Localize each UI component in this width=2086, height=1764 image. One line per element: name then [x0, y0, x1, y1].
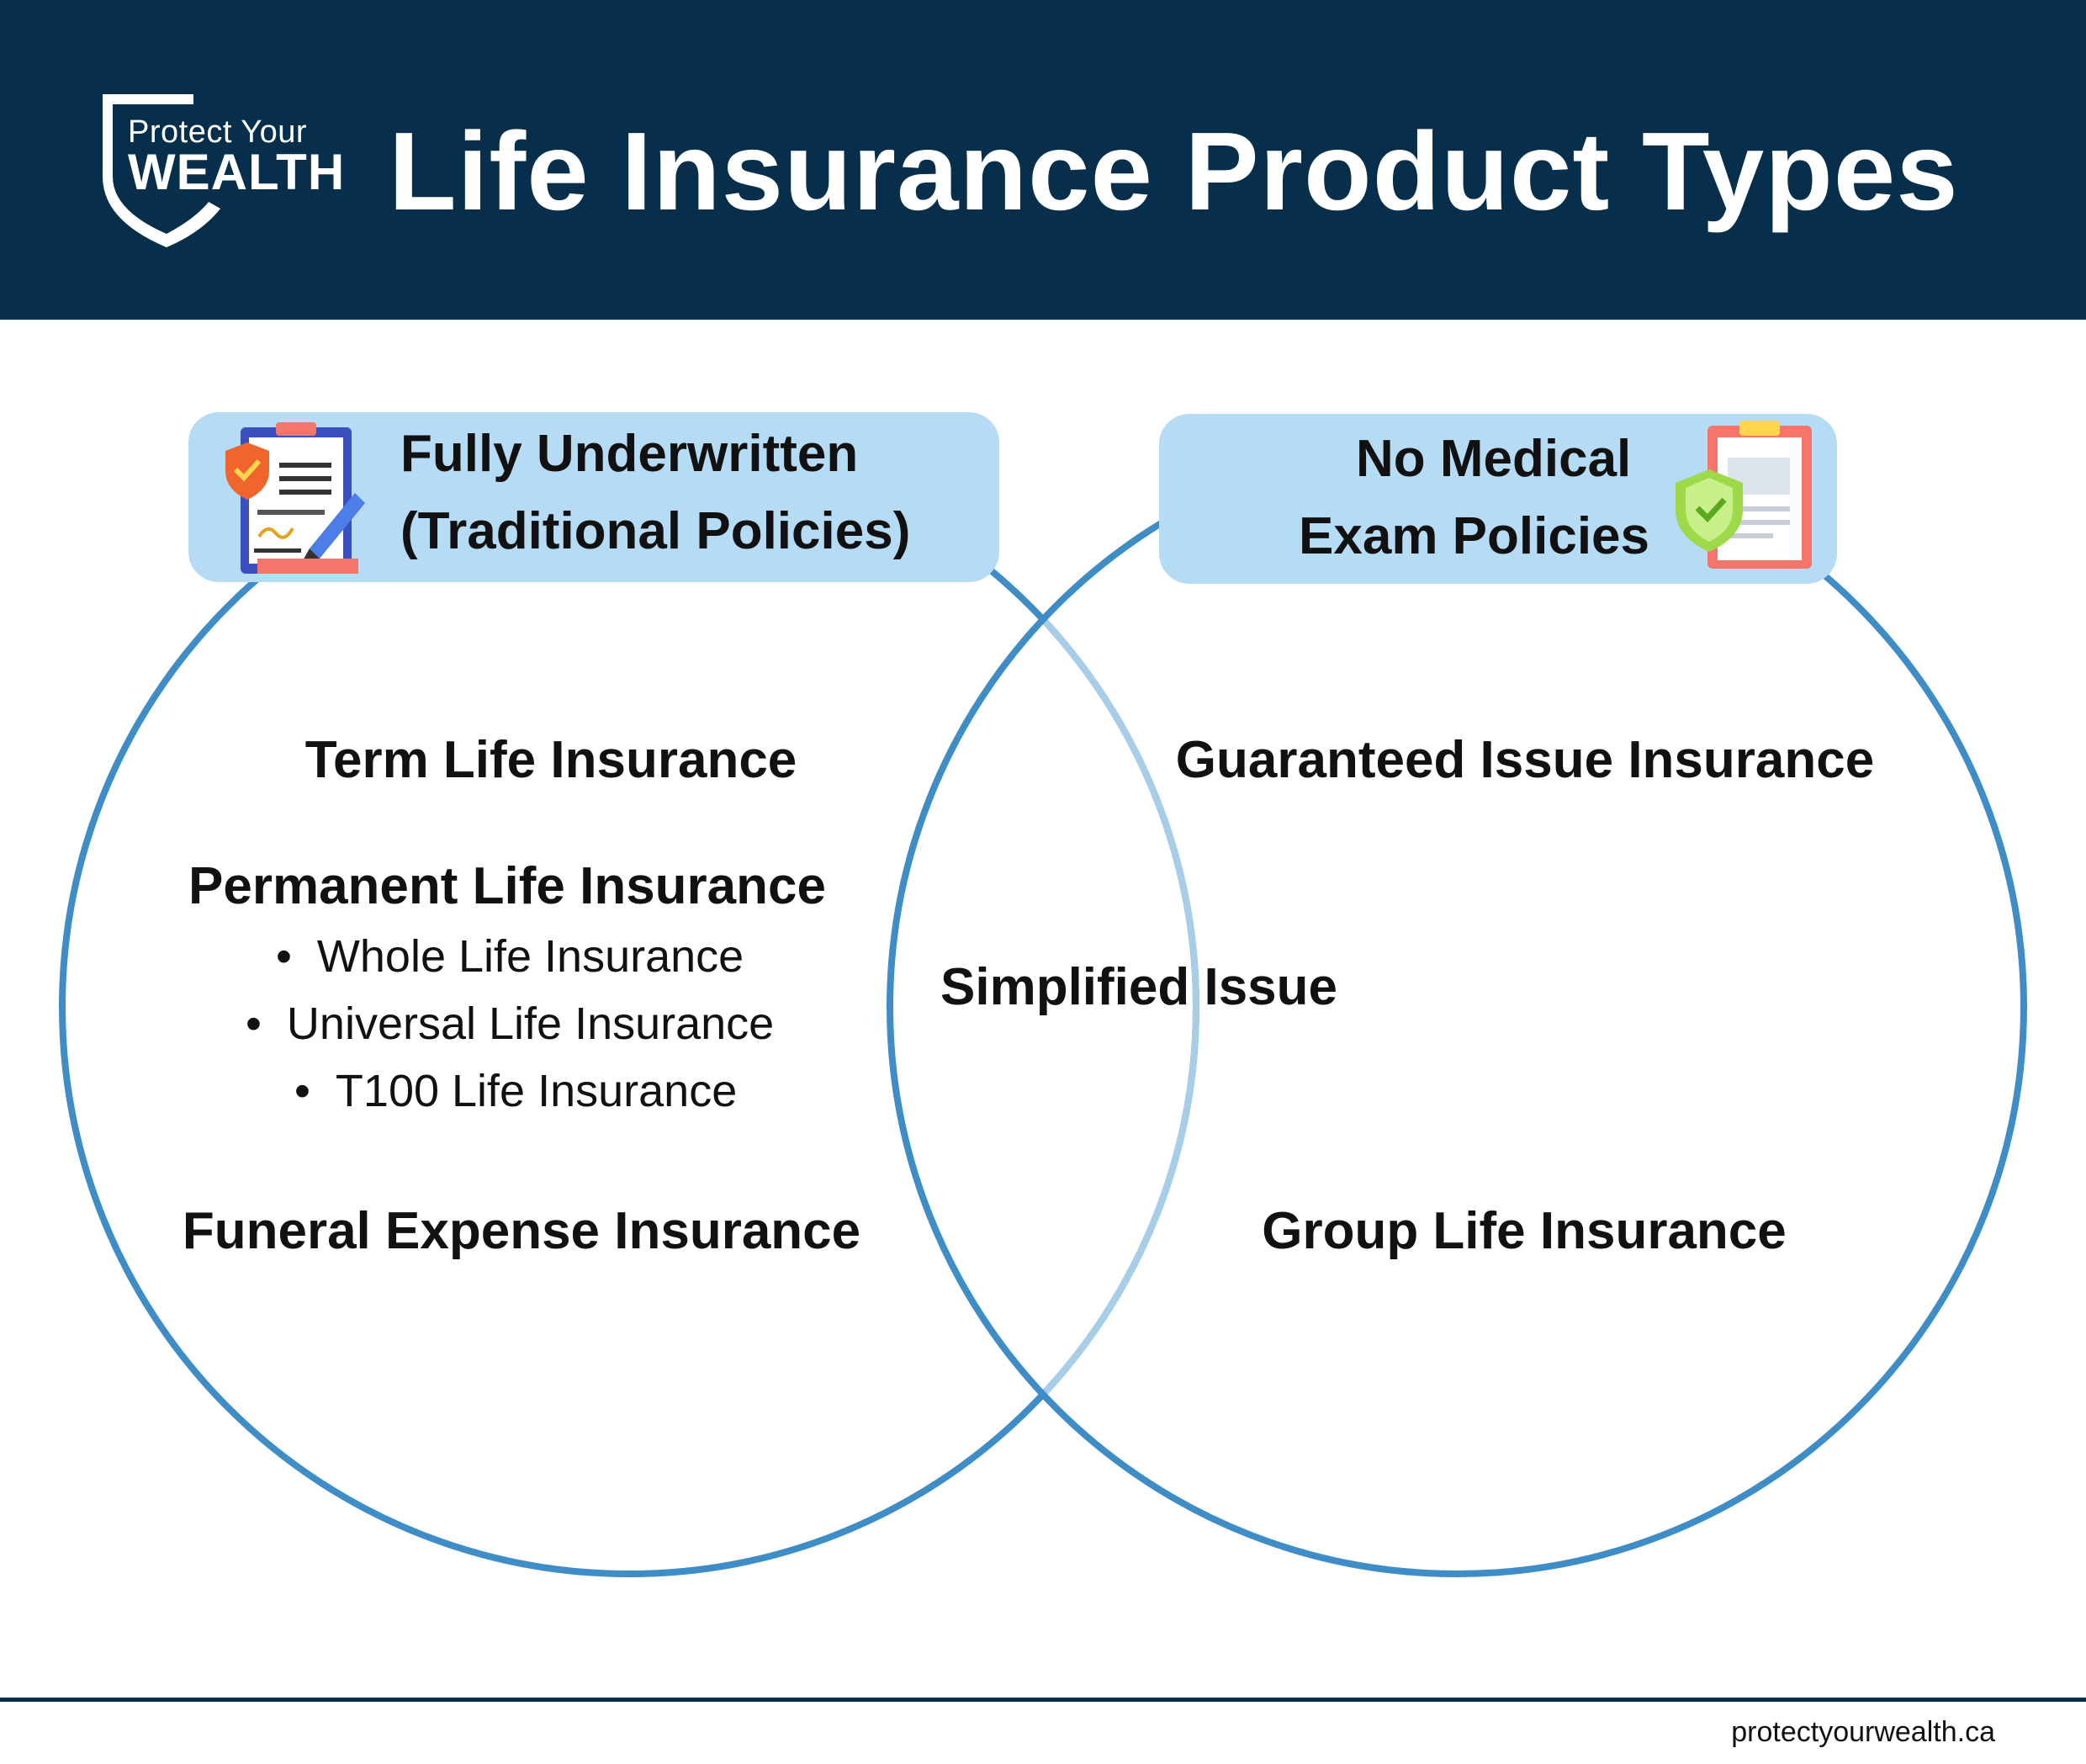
sub-item-row: • Universal Life Insurance — [246, 998, 774, 1050]
header-banner — [0, 0, 2086, 320]
universal-life-label: Universal Life Insurance — [286, 999, 775, 1049]
sub-item-row: • T100 Life Insurance — [294, 1065, 737, 1117]
guaranteed-issue-label: Guaranteed Issue Insurance — [1175, 731, 1875, 789]
t100-life-label: T100 Life Insurance — [335, 1066, 738, 1116]
clipboard-shield-icon — [1676, 421, 1812, 569]
permanent-life-label: Permanent Life Insurance — [188, 857, 827, 915]
term-life-label: Term Life Insurance — [304, 731, 797, 789]
bullet-icon: • — [276, 931, 317, 982]
left-circle-inner-arc — [893, 443, 1199, 1571]
simplified-issue-label: Simplified Issue — [940, 958, 1338, 1016]
right-set-label-line1: No Medical — [1356, 430, 1632, 488]
group-life-label: Group Life Insurance — [1262, 1202, 1787, 1260]
bullet-icon: • — [294, 1066, 336, 1116]
logo-text-line2: WEALTH — [128, 144, 346, 200]
right-set-label-line2: Exam Policies — [1299, 507, 1650, 565]
clipboard-contract-icon — [225, 422, 365, 574]
whole-life-label: Whole Life Insurance — [316, 931, 744, 982]
funeral-expense-label: Funeral Expense Insurance — [182, 1202, 861, 1260]
logo-text-line1: Protect Your — [128, 114, 308, 150]
left-set-label-line1: Fully Underwritten — [400, 425, 859, 483]
footer-divider — [0, 1698, 2086, 1702]
bullet-icon: • — [246, 999, 287, 1049]
sub-item-row: • Whole Life Insurance — [276, 930, 744, 983]
page-title: Life Insurance Product Types — [389, 109, 1959, 233]
left-set-label-line2: (Traditional Policies) — [400, 502, 911, 560]
footer-url: protectyourwealth.ca — [1731, 1716, 1995, 1748]
